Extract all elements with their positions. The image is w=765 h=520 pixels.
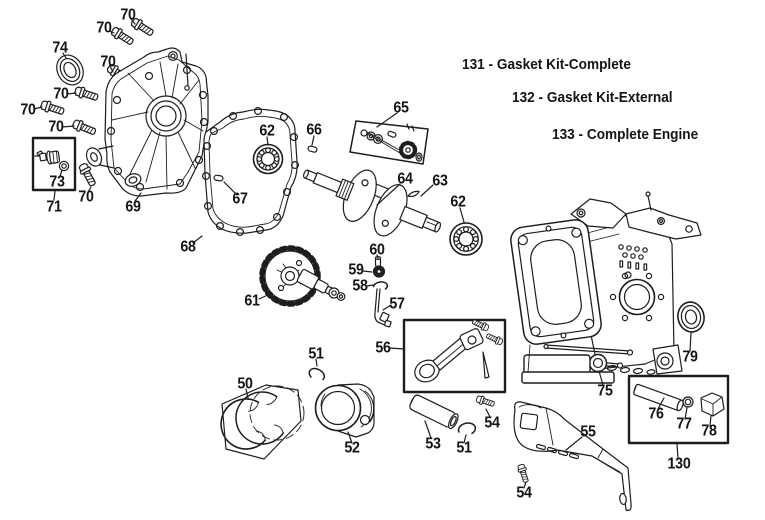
kit-note-133: 133 - Complete Engine: [552, 126, 699, 143]
crankcase-cover-69-icon: [85, 47, 209, 197]
drain-plug-kit-71: [31, 136, 77, 192]
part-callout-50: 50: [237, 375, 253, 393]
part-callout-70: 70: [20, 101, 36, 119]
part-callout-62: 62: [450, 193, 466, 211]
cap-78-icon: [700, 392, 725, 417]
part-callout-71: 71: [46, 198, 62, 216]
governor-small-parts: [372, 256, 392, 328]
oil-seal-74-icon: [56, 54, 84, 86]
part-callout-64: 64: [397, 170, 413, 188]
camshaft-61-icon: [259, 245, 346, 307]
connecting-rod-kit-56: [402, 317, 507, 394]
ball-bearing-62-left-icon: [252, 143, 284, 175]
part-callout-63: 63: [432, 172, 448, 190]
part-callout-68: 68: [180, 238, 196, 256]
oil-dipper-57-icon: [374, 288, 392, 328]
part-callout-51: 51: [308, 345, 324, 363]
wrist-pin-53-icon: [409, 394, 459, 430]
hardware-kit-130: [627, 374, 730, 445]
part-callout-70: 70: [53, 85, 69, 103]
part-callout-57: 57: [389, 295, 405, 313]
part-callout-76: 76: [648, 405, 664, 423]
part-callout-74: 74: [52, 39, 68, 57]
part-callout-61: 61: [244, 292, 260, 310]
part-callout-59: 59: [348, 261, 364, 279]
leader-lines: [33, 18, 712, 489]
retaining-clip-51-icon: [457, 422, 477, 435]
crankshaft-64-icon: [302, 169, 442, 237]
part-callout-70: 70: [78, 188, 94, 206]
piston-52-icon: [314, 383, 375, 438]
part-callout-70: 70: [120, 6, 136, 24]
rod-76-icon: [633, 383, 684, 412]
part-callout-70: 70: [48, 118, 64, 136]
block-top-bracket: [570, 191, 702, 240]
oil-guard-55-icon: [513, 401, 632, 511]
part-callout-58: 58: [352, 277, 368, 295]
cover-gasket-68-icon: [202, 106, 300, 237]
part-callout-65: 65: [393, 99, 409, 117]
part-callout-51: 51: [456, 439, 472, 457]
part-callout-130: 130: [667, 455, 691, 473]
part-callout-75: 75: [597, 382, 613, 400]
ball-bearing-62-right-icon: [449, 222, 483, 256]
guard-bolt-54-icon: [475, 394, 496, 409]
part-callout-62: 62: [259, 122, 275, 140]
governor-gear-kit-65: [349, 120, 429, 165]
part-callout-54: 54: [484, 414, 500, 432]
part-callout-56: 56: [375, 339, 391, 357]
part-callout-70: 70: [96, 19, 112, 37]
oil-seal-79-icon: [677, 301, 705, 333]
woodruff-key-63-icon: [407, 190, 420, 198]
dowel-pin-67-icon: [213, 174, 224, 182]
kit-note-131: 131 - Gasket Kit-Complete: [462, 56, 631, 73]
part-callout-73: 73: [49, 173, 65, 191]
part-callout-67: 67: [232, 190, 248, 208]
part-callout-78: 78: [701, 422, 717, 440]
part-callout-52: 52: [344, 439, 360, 457]
guard-bolt-54-icon: [516, 463, 531, 484]
part-callout-66: 66: [306, 121, 322, 139]
part-callout-70: 70: [100, 53, 116, 71]
part-callout-79: 79: [682, 348, 698, 366]
dowel-pin-66-icon: [307, 145, 318, 153]
part-callout-53: 53: [425, 435, 441, 453]
ring-77-icon: [682, 396, 694, 408]
sealing-washer-73-icon: [58, 160, 70, 172]
washer-58-icon: [372, 281, 389, 290]
cylinder-block-75-icon: [510, 191, 702, 384]
piston-ring-set-50-icon: [220, 384, 305, 460]
part-callout-60: 60: [369, 241, 385, 259]
part-callout-54: 54: [516, 484, 532, 502]
kit-note-132: 132 - Gasket Kit-External: [512, 89, 673, 106]
drain-plug-73-icon: [34, 150, 61, 165]
part-callout-55: 55: [580, 423, 596, 441]
part-callout-77: 77: [676, 415, 692, 433]
part-callout-69: 69: [125, 198, 141, 216]
retaining-clip-51-icon: [308, 367, 326, 381]
